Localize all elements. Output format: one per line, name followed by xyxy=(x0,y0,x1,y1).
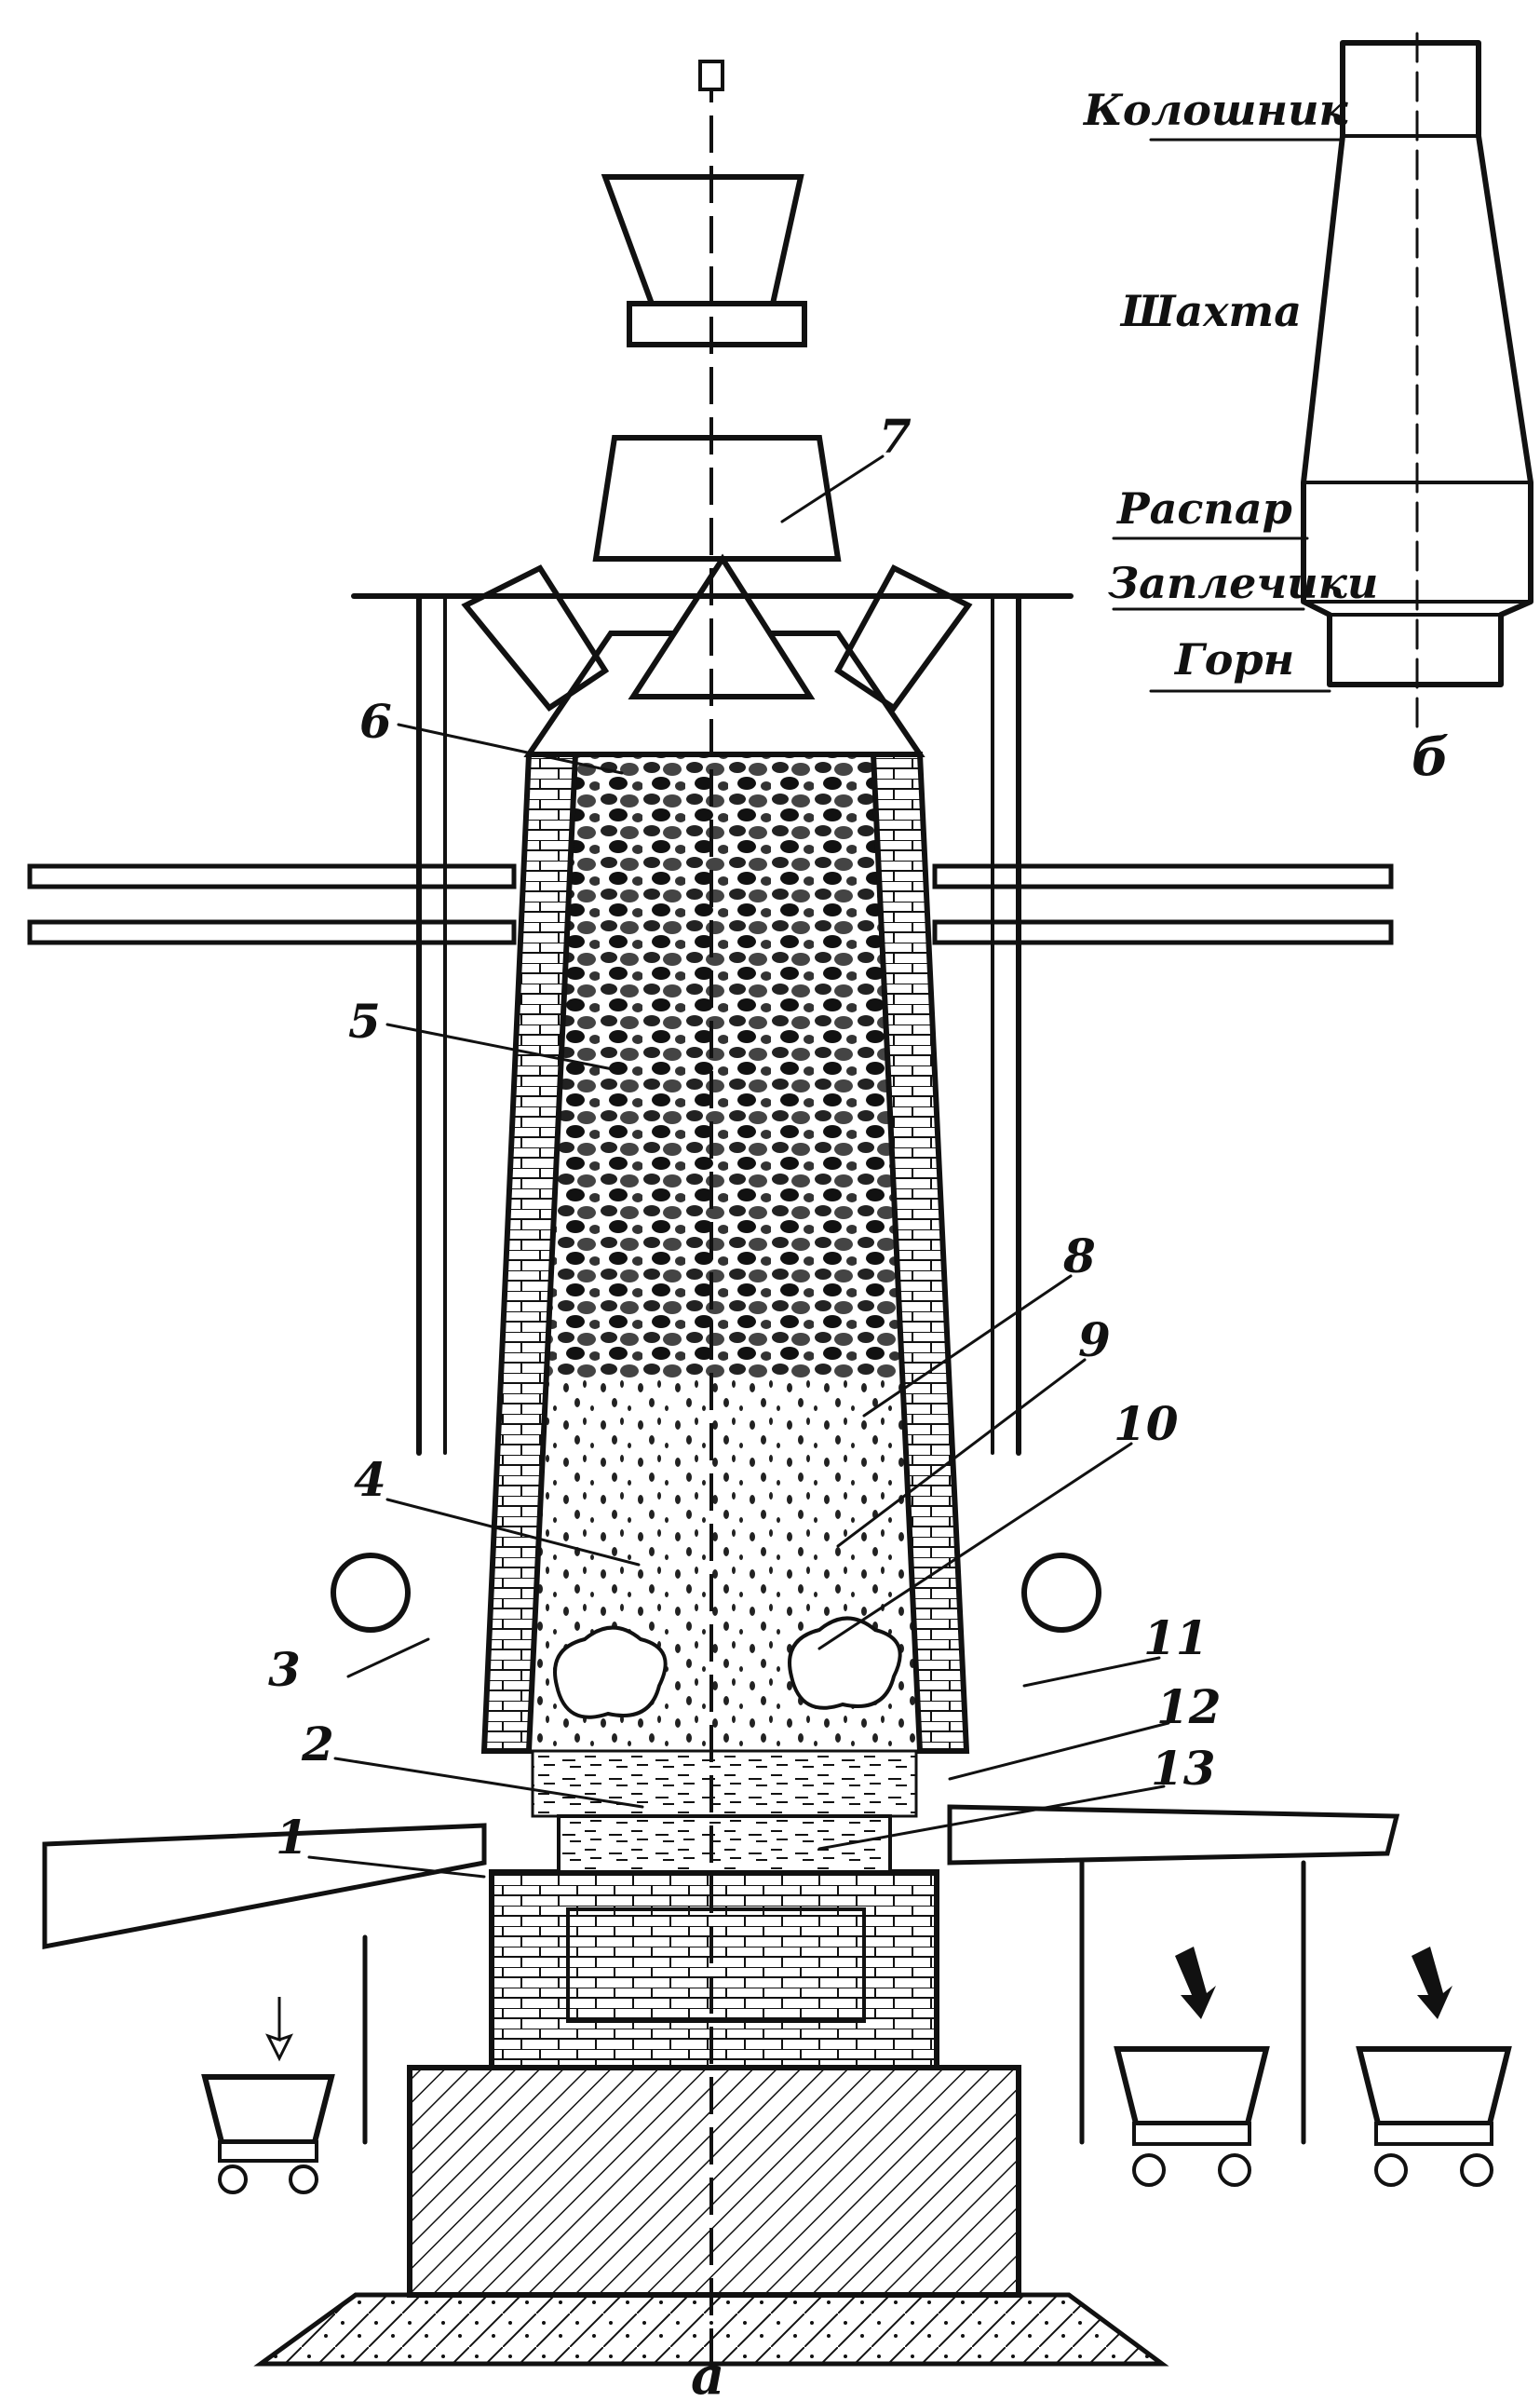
receiving-hopper xyxy=(592,435,842,562)
foundation-block xyxy=(407,2065,1021,2298)
charging-chute xyxy=(601,174,804,306)
zone-label-kolosh: Колошник xyxy=(1082,85,1349,135)
callout-7: 7 xyxy=(879,409,912,464)
uptake-left xyxy=(461,564,610,712)
zone-label-zaplechiki: Заплечики xyxy=(1108,558,1378,608)
hearth-bottom xyxy=(566,1907,866,2023)
callout-4: 4 xyxy=(354,1452,386,1507)
pipe-upper-left xyxy=(27,863,517,889)
zone-label-raspar: Распар xyxy=(1115,483,1292,534)
tuyere-zone-left xyxy=(553,1625,668,1719)
callout-1: 1 xyxy=(276,1810,308,1865)
caption-b: б xyxy=(1412,726,1449,788)
furnace-profile xyxy=(1112,32,1533,728)
throat-top xyxy=(523,631,925,757)
callout-11: 11 xyxy=(1143,1610,1209,1665)
callout-13: 13 xyxy=(1151,1741,1216,1796)
bustle-pipe-left xyxy=(331,1553,411,1633)
hearth-brickwork xyxy=(489,1869,939,2070)
uptake-right xyxy=(834,564,973,712)
hopper-band xyxy=(627,301,807,347)
callout-numbers: 1 2 3 4 5 6 7 8 9 10 11 12 13 xyxy=(268,409,1222,1865)
callout-leaders xyxy=(307,455,1170,1879)
furnace-section xyxy=(27,60,1400,2367)
callout-2: 2 xyxy=(301,1717,334,1771)
pipe-upper-right xyxy=(932,863,1394,889)
arrow-down-icon xyxy=(1175,1947,1216,2019)
rod-top xyxy=(698,60,724,91)
slag-layer xyxy=(531,1749,918,1818)
pipe-lower-right xyxy=(932,919,1394,945)
callout-8: 8 xyxy=(1062,1228,1096,1283)
callout-12: 12 xyxy=(1156,1679,1222,1734)
cast-house-right xyxy=(947,1804,1400,1866)
ladle-middle xyxy=(1114,1947,1270,2187)
bell xyxy=(628,553,816,699)
arrow-down-icon xyxy=(1412,1947,1452,2019)
hot-metal xyxy=(557,1814,892,1874)
ladle-left xyxy=(201,1997,335,2194)
ladle-right xyxy=(1356,1947,1512,2187)
cast-house-left xyxy=(42,1823,487,1950)
callout-5: 5 xyxy=(348,994,381,1049)
callout-10: 10 xyxy=(1114,1396,1179,1451)
tuyere-zone-right xyxy=(788,1616,902,1710)
callout-3: 3 xyxy=(268,1642,301,1697)
callout-9: 9 xyxy=(1078,1312,1111,1367)
zone-label-shakhta: Шахта xyxy=(1119,286,1302,336)
callout-6: 6 xyxy=(359,694,392,749)
zone-label-gorn: Горн xyxy=(1173,634,1294,685)
caption-a: a xyxy=(691,2345,724,2402)
bustle-pipe-right xyxy=(1021,1553,1101,1633)
furnace-cavity-charge xyxy=(546,754,901,1378)
pipe-lower-left xyxy=(27,919,517,945)
